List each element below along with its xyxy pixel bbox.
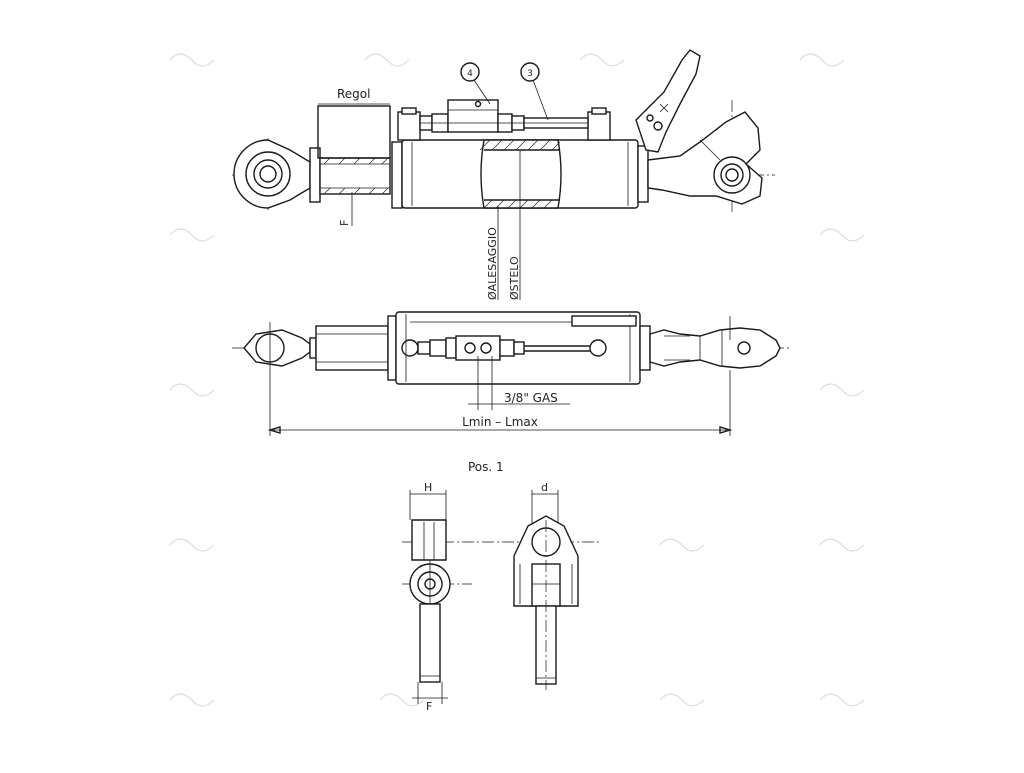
- pos-label: Pos. 1: [468, 460, 504, 474]
- regol-label: Regol: [337, 87, 370, 101]
- plan-right-clevis: [649, 327, 781, 369]
- valve-block: [447, 99, 499, 133]
- watermark-pattern: [169, 53, 865, 707]
- plan-view: 3/8" GAS Lmin – Lmax: [232, 311, 790, 436]
- h-label: H: [424, 481, 432, 494]
- length-label: Lmin – Lmax: [462, 415, 538, 429]
- callout-4-text: 4: [467, 69, 473, 79]
- gas-label: 3/8" GAS: [504, 391, 558, 405]
- callout-4: [460, 62, 480, 82]
- latch-lever: [635, 49, 701, 153]
- callout-3: [520, 62, 540, 82]
- detail-pos1: Pos. 1 H F d: [402, 460, 600, 713]
- callout-3-text: 3: [527, 69, 533, 79]
- eye-side-top: [411, 519, 447, 561]
- alesaggio-label: ØALESAGGIO: [486, 227, 499, 300]
- d-label: d: [541, 481, 548, 494]
- stelo-label: ØSTELO: [508, 256, 521, 300]
- f-bottom-label: F: [426, 700, 432, 713]
- f-dimension-label: F: [338, 220, 351, 226]
- top-view: Regol F ØALE: [232, 49, 775, 300]
